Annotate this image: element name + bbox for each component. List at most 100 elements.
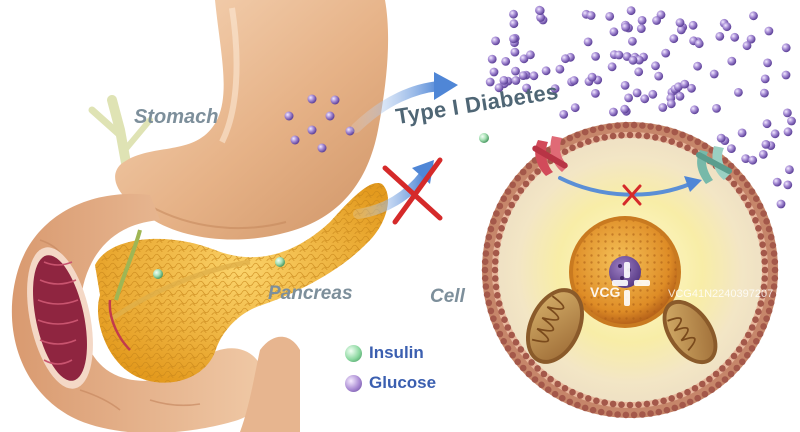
watermark-mark <box>612 262 650 306</box>
membrane-bead <box>482 250 490 257</box>
membrane-bead <box>540 370 548 378</box>
membrane-bead <box>660 397 667 405</box>
duodenum-cross-section <box>27 247 93 389</box>
glucose-molecule <box>761 140 771 149</box>
membrane-bead <box>494 292 501 299</box>
membrane-bead <box>525 370 533 378</box>
membrane-bead <box>498 225 505 232</box>
membrane-bead <box>721 376 729 383</box>
membrane-bead <box>765 225 773 233</box>
glucose-molecule <box>762 119 772 129</box>
membrane-bead <box>483 242 491 249</box>
glucose-molecule <box>559 110 569 119</box>
membrane-bead <box>577 392 584 399</box>
glucose-molecule <box>694 39 704 49</box>
membrane-bead <box>551 390 559 398</box>
membrane-bead <box>626 401 634 409</box>
glucose-molecule <box>636 24 646 33</box>
glucose-molecule <box>586 11 596 20</box>
cell-membrane <box>481 121 779 419</box>
membrane-bead <box>577 141 584 148</box>
membrane-bead <box>748 345 756 352</box>
membrane-bead <box>745 201 752 209</box>
membrane-bead <box>684 388 691 396</box>
membrane-bead <box>504 345 512 352</box>
watermark-logo: VCG <box>590 284 621 300</box>
membrane-bead <box>495 300 503 307</box>
glucose-molecule <box>741 154 751 164</box>
membrane-bead <box>712 370 720 378</box>
glucose-molecule <box>652 16 661 25</box>
membrane-bead <box>760 249 768 257</box>
glucose-swatch-icon <box>345 374 362 392</box>
insulin-swatch-icon <box>345 344 362 362</box>
glucose-molecule <box>693 61 702 71</box>
glucose-molecule <box>727 144 736 154</box>
membrane-bead <box>694 138 701 146</box>
pancreas-label: Pancreas <box>268 283 353 304</box>
membrane-bead <box>512 339 520 346</box>
membrane-bead <box>614 411 621 418</box>
membrane-bead <box>561 385 569 392</box>
legend-label-glucose: Glucose <box>369 373 437 392</box>
glucose-molecule <box>770 129 780 139</box>
glucose-molecule <box>661 48 671 58</box>
glucose-molecule <box>640 94 650 104</box>
membrane-bead <box>504 188 512 195</box>
membrane-bead <box>635 401 642 409</box>
blocked-x-icon <box>622 184 642 206</box>
glucose-molecule <box>609 107 618 117</box>
glucose-molecule <box>620 104 630 114</box>
membrane-bead <box>671 128 679 136</box>
glucose-molecule <box>587 72 597 82</box>
membrane-bead <box>597 408 605 416</box>
membrane-bead <box>547 375 554 383</box>
insulin-speck <box>275 257 285 267</box>
membrane-bead <box>652 399 659 406</box>
glucose-molecule <box>614 50 624 60</box>
glucose-molecule <box>722 22 732 32</box>
membrane-bead <box>517 187 525 194</box>
glucose-molecule <box>628 36 637 46</box>
membrane-bead <box>686 134 694 142</box>
glucose-molecule <box>491 36 500 46</box>
glucose-molecule <box>519 54 529 64</box>
glucose-molecule <box>526 50 535 60</box>
membrane-bead <box>769 291 777 299</box>
membrane-bead <box>765 307 773 315</box>
membrane-bead <box>492 249 500 257</box>
insulin-speck <box>479 133 489 143</box>
membrane-bead <box>663 406 671 414</box>
glucose-molecule <box>758 150 768 159</box>
membrane-bead <box>668 138 675 145</box>
membrane-bead <box>679 131 686 139</box>
glucose-molecule <box>494 83 504 93</box>
glucose-molecule <box>675 18 685 27</box>
membrane-bead <box>745 331 752 339</box>
membrane-bead <box>643 400 651 408</box>
glucose-molecule <box>591 52 600 61</box>
glucose-molecule <box>485 77 495 87</box>
membrane-bead <box>500 338 508 345</box>
glucose-molecule <box>712 104 721 113</box>
glucose-molecule <box>628 55 638 65</box>
membrane-bead <box>508 331 515 339</box>
membrane-bead <box>554 380 561 388</box>
membrane-bead <box>757 300 765 307</box>
glucose-molecule <box>609 27 619 37</box>
glucose-molecule <box>776 199 786 209</box>
membrane-bead <box>481 266 489 274</box>
membrane-bead <box>534 365 541 372</box>
glucose-molecule <box>760 74 770 84</box>
membrane-bead <box>767 299 775 307</box>
membrane-bead <box>483 291 491 299</box>
membrane-bead <box>622 411 630 419</box>
membrane-bead <box>514 358 521 366</box>
membrane-bead <box>727 162 735 170</box>
glucose-molecule <box>654 71 664 81</box>
membrane-bead <box>639 122 646 129</box>
glucose-molecule <box>626 6 636 16</box>
membrane-bead <box>517 346 525 353</box>
